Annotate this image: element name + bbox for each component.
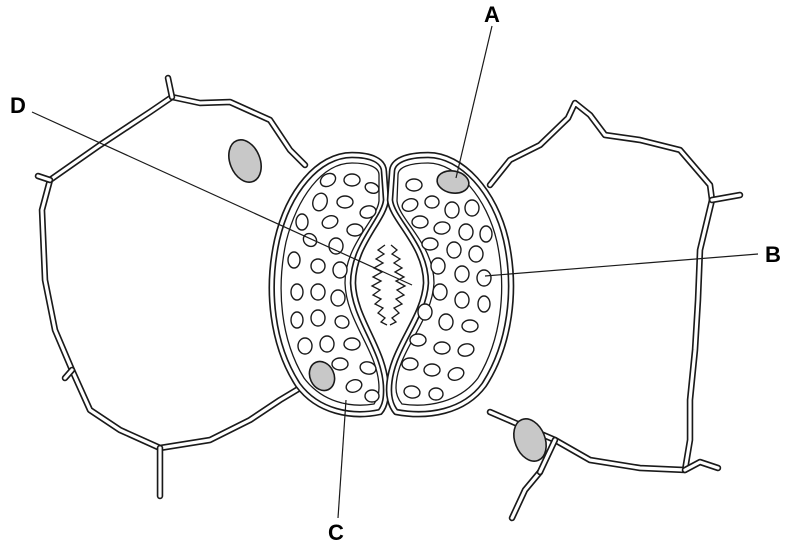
leader-line-c — [338, 400, 346, 518]
chloroplast — [445, 202, 459, 218]
chloroplast — [402, 358, 418, 370]
chloroplast — [412, 216, 428, 228]
chloroplast — [424, 364, 440, 376]
chloroplast — [291, 284, 303, 300]
chloroplast — [469, 246, 483, 262]
chloroplast — [329, 238, 343, 254]
chloroplast — [311, 284, 325, 300]
left-epidermal-cell — [38, 78, 305, 496]
chloroplast — [344, 174, 360, 186]
chloroplast — [455, 292, 469, 308]
chloroplast — [455, 266, 469, 282]
chloroplast — [433, 284, 447, 300]
epidermal-nucleus — [223, 135, 267, 187]
label-b: B — [765, 242, 781, 267]
leader-line-b — [485, 254, 758, 276]
chloroplast — [480, 226, 492, 242]
chloroplast — [311, 310, 325, 326]
chloroplast — [447, 242, 461, 258]
pore-ridge-left — [372, 245, 387, 325]
chloroplast — [296, 214, 308, 230]
chloroplast — [320, 336, 334, 352]
chloroplast — [462, 320, 478, 332]
chloroplast — [425, 196, 439, 208]
chloroplast — [477, 270, 491, 286]
label-d: D — [10, 93, 26, 118]
chloroplast — [365, 390, 379, 402]
chloroplast — [465, 200, 479, 216]
chloroplast — [332, 358, 348, 370]
chloroplast — [291, 312, 303, 328]
chloroplast — [410, 334, 426, 346]
chloroplast — [431, 258, 445, 274]
chloroplast — [288, 252, 300, 268]
chloroplast — [459, 224, 473, 240]
chloroplast — [429, 388, 443, 400]
label-a: A — [484, 2, 500, 27]
right-epidermal-cell — [490, 103, 740, 518]
chloroplast — [333, 262, 347, 278]
chloroplast — [347, 224, 363, 236]
chloroplast — [311, 259, 325, 273]
chloroplast — [439, 314, 453, 330]
chloroplast — [298, 338, 312, 354]
pore-ridge-right — [390, 245, 405, 325]
chloroplast — [478, 296, 490, 312]
chloroplast — [434, 342, 450, 354]
stomatal-pore — [372, 245, 405, 325]
leader-line-a — [456, 26, 492, 178]
chloroplast — [331, 290, 345, 306]
chloroplast — [418, 304, 432, 320]
chloroplast — [422, 238, 438, 250]
chloroplast — [344, 338, 360, 350]
chloroplast — [337, 196, 353, 208]
label-c: C — [328, 520, 344, 545]
chloroplast — [406, 179, 422, 191]
